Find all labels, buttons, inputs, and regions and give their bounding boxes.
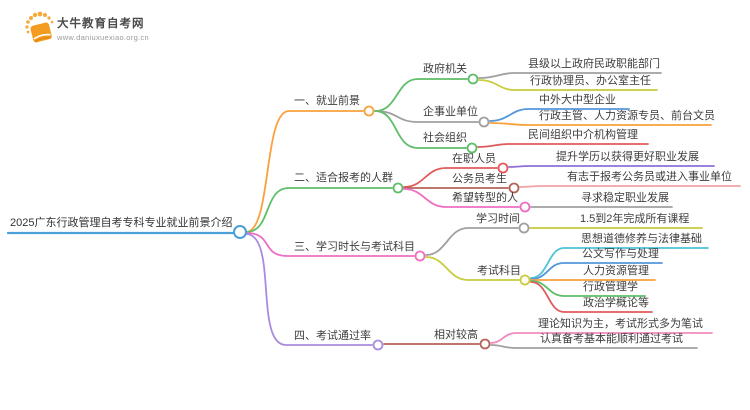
- mindmap-node-in-service[interactable]: 在职人员: [452, 153, 496, 165]
- branch-line-in-service-goal: [508, 165, 715, 168]
- mindmap-node-ent-type[interactable]: 中外大中型企业: [539, 94, 616, 106]
- mindmap-node-relatively-high[interactable]: 相对较高: [434, 329, 478, 341]
- mindmap-node-exam-form[interactable]: 理论知识为主，考试形式多为笔试: [538, 318, 703, 330]
- mindmap-node-subject-5[interactable]: 政治学概论等: [583, 297, 649, 309]
- site-name: 大牛教育自考网: [57, 18, 145, 30]
- mindmap-node-pass-rate[interactable]: 四、考试通过率: [294, 330, 371, 342]
- mindmap-node-study-duration[interactable]: 1.5到2年完成所有课程: [580, 213, 690, 225]
- node-toggle-circle-government[interactable]: [467, 73, 479, 85]
- branch-line-exam-form: [490, 332, 713, 344]
- mindmap-node-subjects[interactable]: 考试科目: [477, 265, 521, 277]
- node-toggle-circle-study-time[interactable]: [518, 222, 530, 234]
- mindmap-node-subject-2[interactable]: 公文写作与处理: [582, 248, 659, 260]
- branch-line-in-service: [403, 167, 498, 188]
- mindmap-node-subject-3[interactable]: 人力资源管理: [583, 265, 649, 277]
- branch-line-pass-tip: [490, 344, 698, 349]
- mindmap-node-study-time[interactable]: 学习时间: [476, 213, 520, 225]
- mindmap-node-enterprise[interactable]: 企事业单位: [423, 106, 478, 118]
- node-toggle-circle-enterprise[interactable]: [478, 116, 490, 128]
- branch-line-gov-dept: [478, 72, 662, 79]
- mindmap-node-ent-roles[interactable]: 行政主管、人力资源专员、前台文员: [539, 110, 715, 122]
- mindmap-node-civil-servant[interactable]: 公务员考生: [452, 173, 507, 185]
- mindmap-node-government[interactable]: 政府机关: [423, 63, 467, 75]
- mindmap-node-gov-roles[interactable]: 行政协理员、办公室主任: [530, 75, 651, 87]
- mindmap-node-social-role[interactable]: 民间组织中介机构管理: [528, 129, 638, 141]
- node-toggle-circle-social-org[interactable]: [466, 142, 478, 154]
- branch-line-civil-goal: [519, 185, 741, 188]
- branch-line-employment: [245, 110, 364, 233]
- branch-line-subject-2: [530, 262, 663, 280]
- branch-line-ent-type: [489, 108, 630, 122]
- node-toggle-circle-duration-subjects[interactable]: [414, 250, 426, 262]
- branch-line-suitable: [245, 187, 393, 233]
- branch-line-subject-5: [530, 281, 653, 313]
- branch-line-pass-rate: [245, 233, 373, 346]
- branch-line-subjects: [425, 256, 520, 281]
- node-toggle-circle-civil-servant[interactable]: [508, 182, 520, 194]
- branch-line-government: [374, 78, 468, 112]
- mindmap-node-civil-goal[interactable]: 有志于报考公务员或进入事业单位: [567, 171, 732, 183]
- node-toggle-circle-career-change[interactable]: [519, 201, 531, 213]
- mindmap-node-employment[interactable]: 一、就业前景: [294, 95, 360, 107]
- mindmap-node-duration-subjects[interactable]: 三、学习时长与考试科目: [294, 241, 415, 253]
- mindmap-node-subject-1[interactable]: 思想道德修养与法律基础: [581, 233, 702, 245]
- branch-line-gov-roles: [478, 79, 658, 91]
- mindmap-node-suitable[interactable]: 二、适合报考的人群: [294, 172, 393, 184]
- branch-line-social-role: [477, 143, 649, 148]
- node-toggle-circle-pass-rate[interactable]: [372, 339, 384, 351]
- mindmap-node-career-goal[interactable]: 寻求稳定职业发展: [581, 192, 669, 204]
- node-toggle-circle-subjects[interactable]: [519, 274, 531, 286]
- node-toggle-circle-root[interactable]: [233, 225, 247, 239]
- branch-line-duration-subjects: [245, 232, 415, 257]
- mindmap-node-gov-dept[interactable]: 县级以上政府民政职能部门: [528, 58, 660, 70]
- branch-line-study-time: [425, 227, 519, 256]
- book-icon: [25, 11, 54, 43]
- mindmap-node-subject-4[interactable]: 行政管理学: [583, 281, 638, 293]
- branch-line-subject-4: [530, 280, 646, 297]
- branch-line-subject-1: [530, 247, 709, 279]
- site-logo: 大牛教育自考网 www.daniuxuexiao.org.cn: [24, 10, 204, 50]
- mindmap-node-root[interactable]: 2025广东行政管理自考专科专业就业前景介绍: [10, 217, 233, 229]
- mindmap-node-career-change[interactable]: 希望转型的人: [452, 192, 518, 204]
- node-toggle-circle-in-service[interactable]: [497, 162, 509, 174]
- site-url: www.daniuxuexiao.org.cn: [57, 33, 149, 42]
- branch-line-ent-roles: [489, 122, 712, 126]
- node-toggle-circle-employment[interactable]: [363, 105, 375, 117]
- node-toggle-circle-relatively-high[interactable]: [479, 338, 491, 350]
- mindmap-node-social-org[interactable]: 社会组织: [423, 132, 467, 144]
- branch-line-social-org: [374, 110, 467, 149]
- mindmap-node-in-service-goal[interactable]: 提升学历以获得更好职业发展: [556, 151, 699, 163]
- mindmap-node-pass-tip[interactable]: 认真备考基本能顺利通过考试: [540, 333, 683, 345]
- node-toggle-circle-suitable[interactable]: [392, 182, 404, 194]
- branch-line-career-change: [403, 188, 520, 208]
